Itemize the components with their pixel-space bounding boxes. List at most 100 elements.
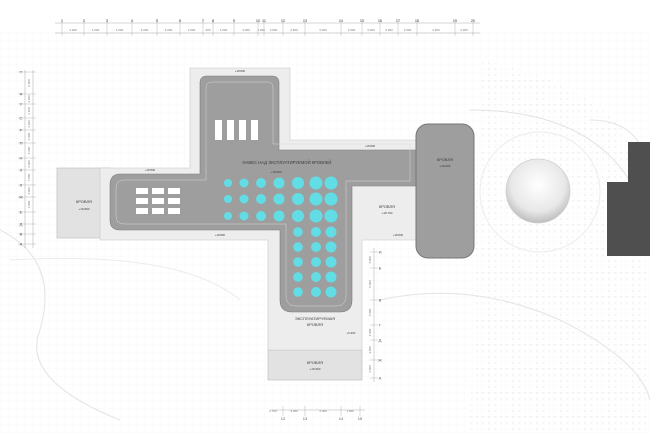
exploited-roof-label-1: ЭКСПЛУАТИРУЕМАЯ [295,316,335,321]
skylight-circle [309,192,323,206]
dimension-left: 6 200 [27,146,31,154]
skylight-circle [293,227,303,237]
skylight-circle [239,211,249,221]
dimension-top: 3 300 [385,28,393,32]
axis-label-top: 16 [378,18,383,23]
skylight-circle [292,210,304,222]
neighbour-building [607,142,650,256]
axis-label-top: 11 [262,18,267,23]
canopy-cross [109,75,421,313]
skylight-circle [273,210,285,222]
axis-label-top: 12 [281,18,286,23]
axis-label-left: Р [20,128,23,133]
skylight-circle [325,271,337,283]
dimension-top: 3 300 [432,28,440,32]
skylight-circle [311,257,321,267]
skylight-circle [256,194,266,204]
dimension-top: 2 600 [270,28,278,32]
dimension-bottom: 3 300 [290,409,298,413]
dimension-top: 2 600 [290,28,298,32]
roof-bottom-level: +15.600 [310,367,321,371]
skylight-circle [325,241,337,253]
skylight-circle [256,178,266,188]
axis-label-left: Н [20,156,23,161]
skylight-circle [293,242,303,252]
skylight-circle [293,257,303,267]
skylight-circle [309,209,323,223]
skylight-circle [309,176,323,190]
roof-left-label: КРОВЛЯ [76,199,92,204]
axis-label-top: 6 [179,18,182,23]
dimension-left: 4 400 [27,107,31,115]
axis-label-left: А [20,242,23,247]
axis-label-left: П [20,141,23,146]
roof-tower-label: КРОВЛЯ [437,157,453,162]
dimension-left: 3 800 [27,200,31,208]
dimension-top: 4 000 [69,28,77,32]
dimension-left: 2 000 [27,132,31,140]
axis-label-top: 2 [83,18,86,23]
axis-label-left: Т [20,70,23,75]
axis-label-left: Е [20,210,23,215]
axis-label-left: К [20,183,23,188]
dimension-top: 4 000 [220,28,228,32]
skylight-circle [256,211,266,221]
axis-label-top: 5 [156,18,159,23]
roof-bottom-block [267,349,363,381]
skylight-circle [273,193,285,205]
skylight-circle [293,287,303,297]
axis-label-left: С [20,116,23,121]
axis-label-top: 15 [360,18,365,23]
canopy-label: НАВЕС НАД ЭКСПЛУАТИРУЕМОЙ КРОВЛЕЙ [243,160,332,165]
dimension-top: 3 300 [348,28,356,32]
level-mark-canopy-bottom: +18.800 [215,233,226,237]
roof-left-level: +16.800 [79,207,90,211]
dimension-left: 7 000 [27,173,31,181]
skylight-circle [292,193,304,205]
skylight-circle [273,177,285,189]
dimension-top: 3 300 [404,28,412,32]
skylight-circle [324,209,338,223]
dimension-top: 3 300 [367,28,375,32]
dimension-left: 3 200 [27,120,31,128]
roof-tower-level: +18.900 [440,164,451,168]
axis-label-top: 19 [453,18,458,23]
roof-middle-level: +18.700 [382,211,393,215]
dimension-right: 4 000 [368,256,372,264]
skylights-top [215,120,258,140]
axis-label-left: Д [20,222,23,227]
axis-label-right: Д [379,338,382,343]
axis-label-bottom: 13 [303,416,308,421]
skylight-circle [324,176,338,190]
axis-label-top: 10 [256,18,261,23]
dimension-bottom: 2 700 [269,409,277,413]
dimension-left: 2 000 [27,160,31,168]
axis-label-left: Ф [19,92,22,97]
roof-tower [415,123,475,259]
exploited-roof-label-2: КРОВЛЯ [307,322,323,327]
axis-label-left: В [20,232,23,237]
skylight-circle [325,226,337,238]
dimension-bottom: 3 300 [319,409,327,413]
axis-label-top: 9 [233,18,236,23]
dimension-right: 5 000 [368,280,372,288]
round-skylights [224,176,338,298]
skylight-circle [311,242,321,252]
axis-label-left: Ж [19,195,23,200]
dimension-left: 3 200 [27,95,31,103]
dimension-bottom: 1 500 [346,409,354,413]
dimension-right: 4 000 [368,346,372,354]
axis-label-top: 13 [303,18,308,23]
dimension-right: 4 000 [368,328,372,336]
dimension-top: 4 000 [165,28,173,32]
axis-label-top: 8 [212,18,215,23]
skylight-circle [325,256,337,268]
dimension-top: 400 [205,28,210,32]
skylight-circle [239,194,249,204]
axis-label-right: А [379,376,382,381]
